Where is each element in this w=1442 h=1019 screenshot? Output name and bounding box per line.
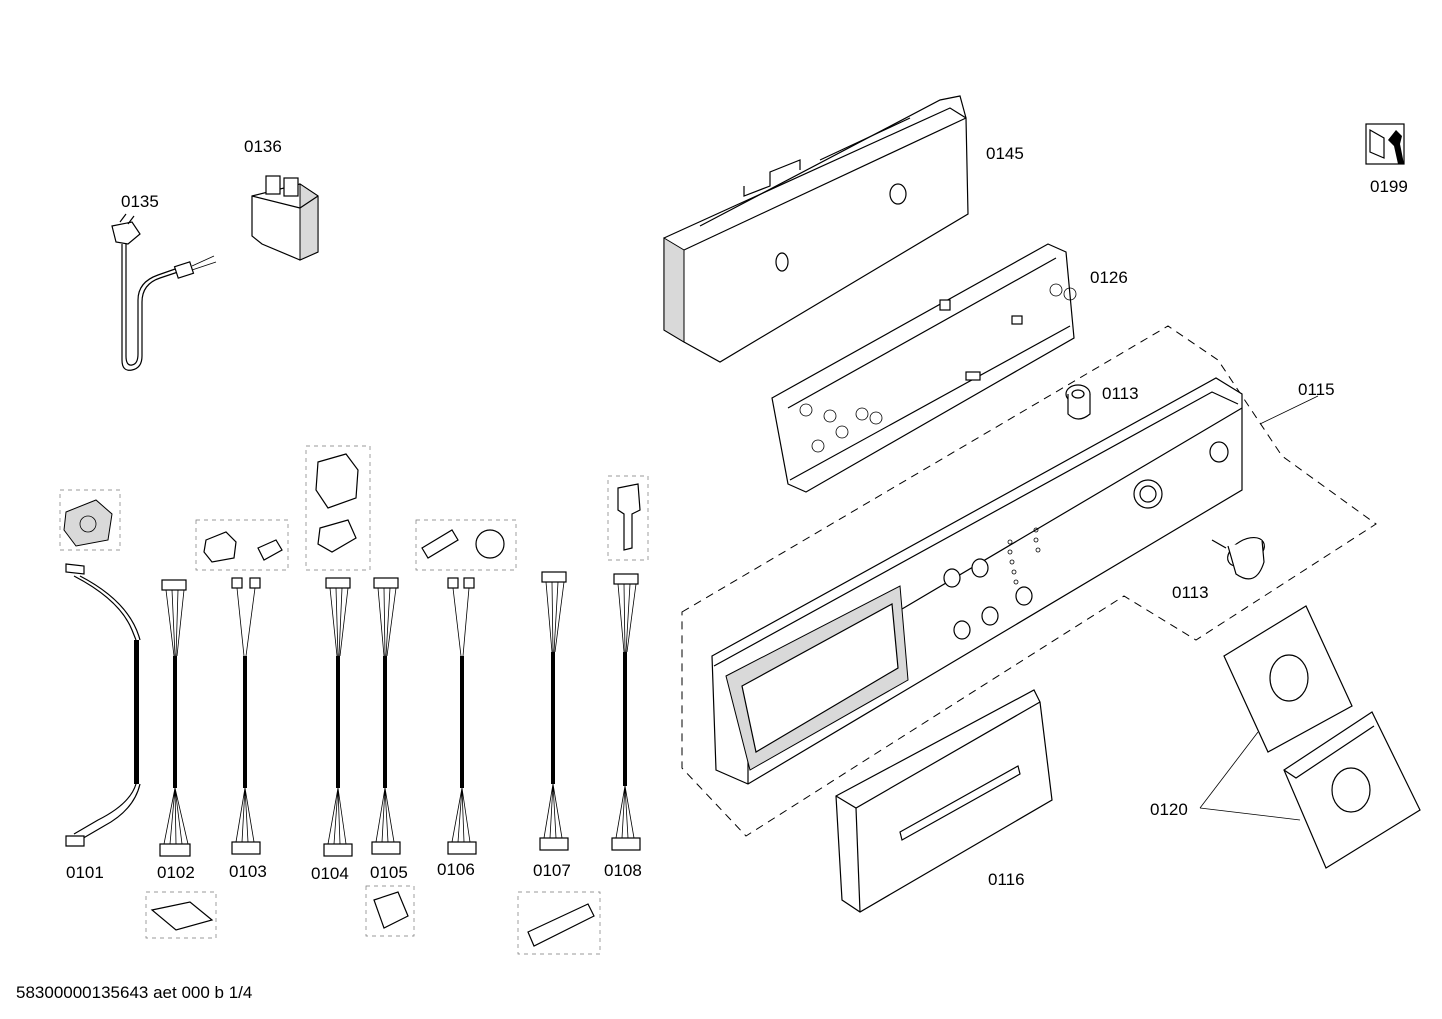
label-0126: 0126 (1090, 268, 1128, 287)
control-knob-part[interactable] (1211, 532, 1269, 580)
label-0101: 0101 (66, 863, 104, 882)
label-0116: 0116 (988, 870, 1025, 889)
service-wrench-icon (1365, 123, 1405, 165)
cover-plate-part-back[interactable] (1283, 711, 1421, 869)
label-0113-knob: 0113 (1172, 583, 1209, 602)
leader-0120 (1199, 731, 1301, 821)
label-0108: 0108 (604, 861, 642, 880)
harness-0108[interactable] (611, 573, 641, 851)
label-0135: 0135 (121, 192, 159, 211)
reference-thumbnail-0108 (607, 475, 649, 561)
interference-filter-part[interactable] (251, 175, 319, 261)
label-0199: 0199 (1370, 177, 1408, 196)
label-0113-button: 0113 (1102, 384, 1139, 403)
label-0136: 0136 (244, 137, 282, 156)
control-module-part[interactable] (663, 95, 969, 363)
harness-0103[interactable] (231, 577, 261, 855)
label-0106: 0106 (437, 860, 475, 879)
harness-0107[interactable] (539, 571, 569, 851)
harness-0102[interactable] (159, 579, 191, 857)
cover-plate-part-front[interactable] (1223, 605, 1353, 753)
harness-0105[interactable] (371, 577, 401, 855)
reference-thumbnail-valves-0104 (305, 445, 371, 571)
push-button-part[interactable] (1065, 384, 1091, 420)
fascia-panel-part[interactable] (711, 377, 1243, 785)
reference-thumbnail-motor (59, 489, 121, 551)
reference-thumbnail-0105 (365, 885, 415, 937)
harness-0101[interactable] (65, 563, 141, 847)
label-0104: 0104 (311, 864, 349, 883)
label-0103: 0103 (229, 862, 267, 881)
reference-thumbnail-0106 (415, 519, 517, 571)
document-code-footer: 58300000135643 aet 000 b 1/4 (16, 983, 252, 1002)
label-0120: 0120 (1150, 800, 1188, 819)
label-0107: 0107 (533, 861, 571, 880)
label-0105: 0105 (370, 863, 408, 882)
label-0115: 0115 (1298, 380, 1335, 399)
reference-thumbnail-valves-0103 (195, 519, 289, 571)
reference-thumbnail-0102 (145, 891, 217, 939)
harness-0104[interactable] (323, 577, 353, 857)
label-0102: 0102 (157, 863, 195, 882)
leader-0115 (1259, 395, 1319, 425)
circuit-board-part[interactable] (771, 243, 1077, 493)
label-0145: 0145 (986, 144, 1024, 163)
fascia-assembly-outline (681, 325, 1377, 837)
harness-0106[interactable] (447, 577, 477, 855)
reference-thumbnail-0107 (517, 891, 601, 955)
power-cord-part[interactable] (111, 213, 217, 371)
drawer-handle-part[interactable] (835, 689, 1053, 913)
